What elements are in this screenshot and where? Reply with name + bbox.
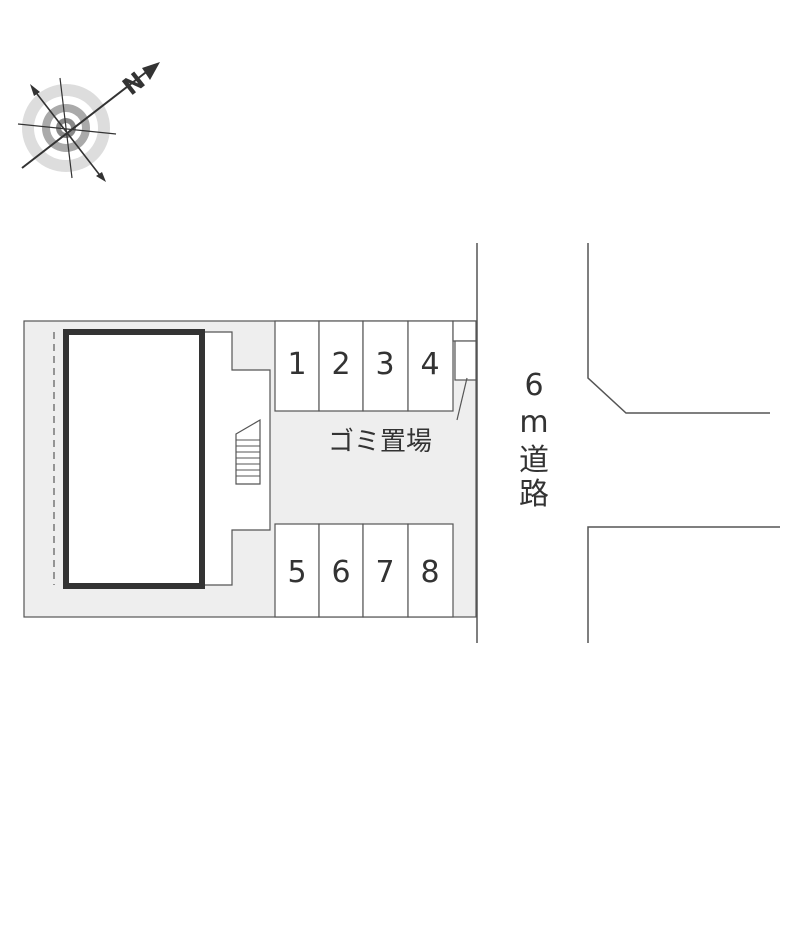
garbage-area-label: ゴミ置場	[328, 427, 432, 457]
parking-number: 8	[420, 555, 439, 590]
compass-rose-icon: N	[17, 62, 160, 182]
road-char-1: 道	[519, 443, 549, 478]
parking-space-4	[407, 320, 454, 412]
parking-row-top: 1 2 3 4	[274, 320, 454, 412]
building	[63, 329, 271, 589]
parking-number: 4	[420, 347, 439, 382]
parking-number: 3	[375, 347, 394, 382]
parking-row-bottom: 5 6 7 8	[274, 523, 454, 618]
parking-number: 7	[375, 555, 394, 590]
parking-space-8	[407, 523, 454, 618]
parking-space-5	[274, 523, 320, 618]
road-label: 6 m 道 路	[519, 368, 549, 512]
parking-space-7	[362, 523, 409, 618]
parking-space-3	[362, 320, 409, 412]
road	[476, 243, 780, 643]
parking-space-2	[318, 320, 364, 412]
parking-number: 1	[287, 347, 306, 382]
parking-space-6	[318, 523, 364, 618]
road-width: 6	[524, 368, 543, 403]
staircase	[235, 418, 261, 485]
parking-number: 2	[331, 347, 350, 382]
garbage-area: ゴミ置場	[328, 320, 477, 457]
parking-number: 5	[287, 555, 306, 590]
road-unit: m	[519, 405, 548, 440]
road-char-2: 路	[519, 477, 549, 512]
parking-number: 6	[331, 555, 350, 590]
